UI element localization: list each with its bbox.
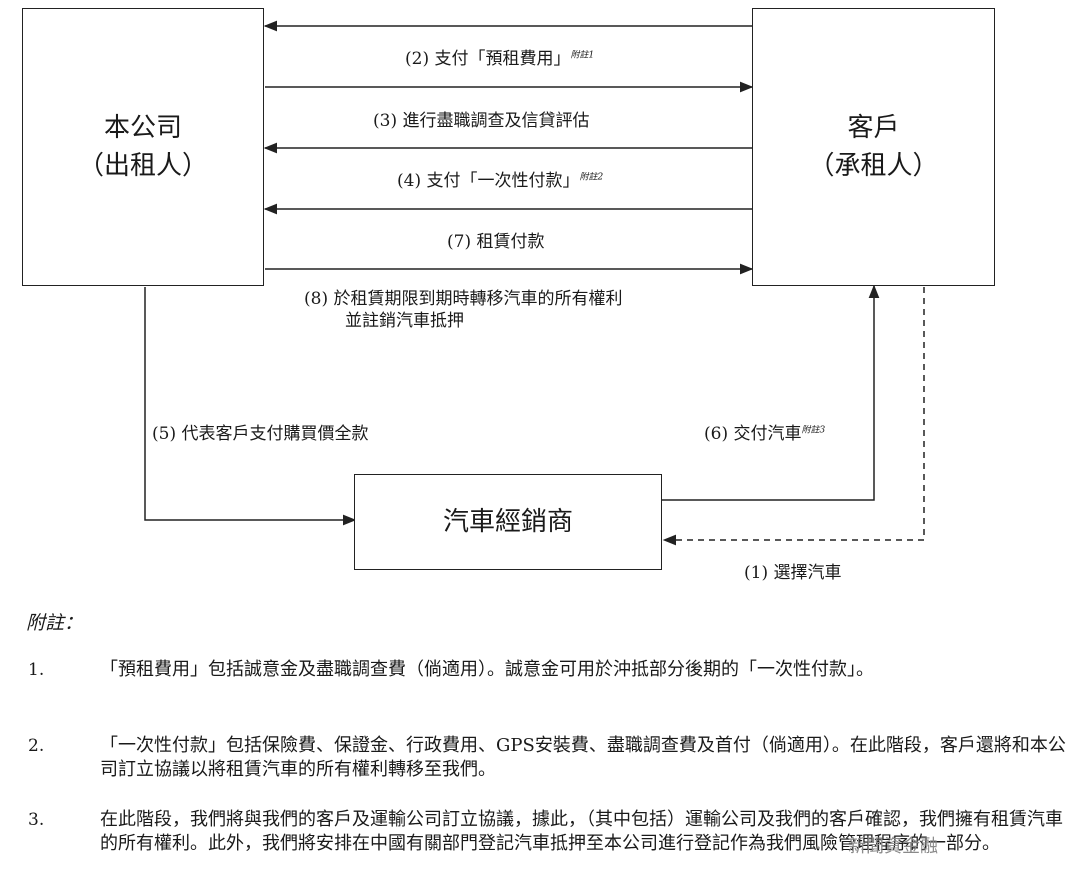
flow-4-note: 附註2 [579,172,604,183]
customer-box: 客戶 （承租人） [752,8,995,286]
company-box: 本公司 （出租人） [22,8,264,286]
flow-2-note: 附註1 [570,50,595,61]
note-3-text: 在此階段，我們將與我們的客戶及運輸公司訂立協議，據此，（其中包括）運輸公司及我們… [100,809,1063,854]
customer-role: （承租人） [808,151,939,181]
flow-1-label: (1) 選擇汽車 [744,563,842,583]
note-2-text: 「一次性付款」包括保險費、保證金、行政費用、GPS安裝費、盡職調查費及首付（倘適… [100,735,1066,780]
flow-6-label: (6) 交付汽車附註3 [704,424,826,444]
arrow-f5 [144,287,357,526]
flow-8-label-2: 並註銷汽車抵押 [345,311,464,331]
flow-7-label: (7) 租賃付款 [447,232,545,252]
arrow-f1 [662,287,925,546]
flow-3-label: (3) 進行盡職調查及信貸評估 [373,111,590,131]
flow-2-label: (2) 支付「預租費用」附註1 [405,49,595,69]
notes-title: 附註： [26,612,84,634]
watermark: 新聞資金融 [848,836,938,857]
flow-4-label: (4) 支付「一次性付款」附註2 [397,171,604,191]
note-2-number: 2. [28,736,45,756]
flow-5-label: (5) 代表客戶支付購買價全款 [152,424,369,444]
company-name: 本公司 [103,113,182,143]
dealer-name: 汽車經銷商 [442,507,573,537]
note-1-text: 「預租費用」包括誠意金及盡職調查費（倘適用）。誠意金可用於沖抵部分後期的「一次性… [100,659,874,680]
flow-6-note: 附註3 [801,425,826,436]
flow-8-label-1: (8) 於租賃期限到期時轉移汽車的所有權利 [304,289,623,309]
note-3-number: 3. [28,810,45,830]
customer-name: 客戶 [847,113,900,143]
note-1-number: 1. [28,660,45,680]
company-role: （出租人） [77,151,208,181]
arrow-f6 [662,284,880,501]
dealer-box: 汽車經銷商 [354,474,662,570]
